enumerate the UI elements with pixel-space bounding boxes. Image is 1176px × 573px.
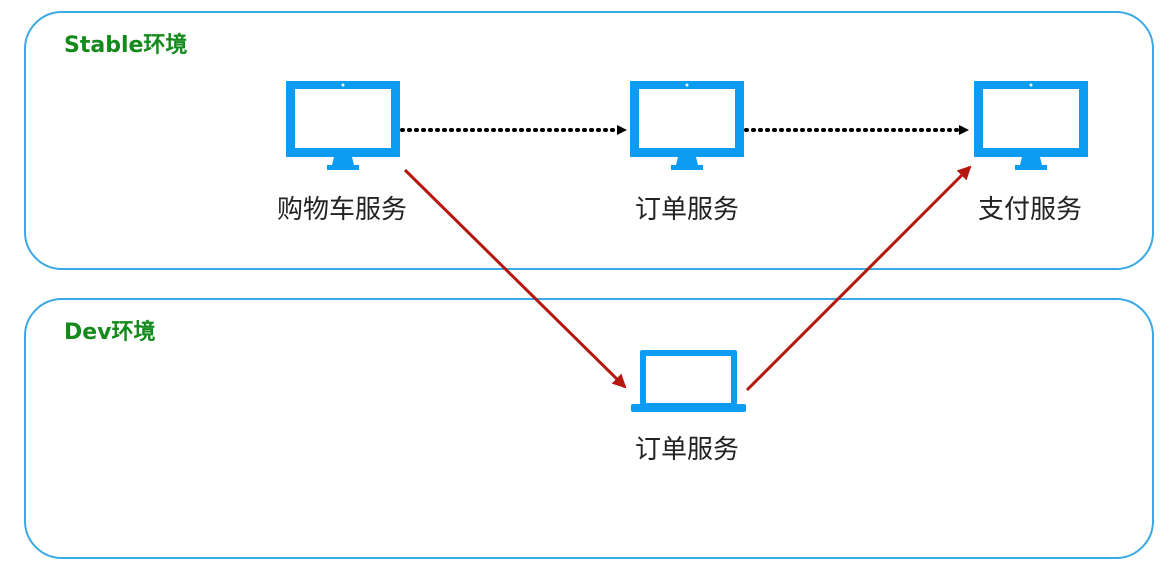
dev-environment-box [24,298,1154,559]
payment-monitor-icon [974,81,1088,170]
order-monitor-icon [630,81,744,170]
dev-environment-label: Dev环境 [64,320,156,345]
cart-service-label: 购物车服务 [276,195,407,225]
order-service-label: 订单服务 [634,195,739,225]
dev-order-service-label: 订单服务 [634,435,739,465]
cart-monitor-icon [286,81,400,170]
dev-order-laptop-icon [631,350,746,412]
stable-environment-box [24,11,1154,270]
dev-order-to-payment-arrow [745,165,972,392]
stable-environment-label: Stable环境 [64,33,188,58]
payment-service-label: 支付服务 [977,195,1082,225]
cart-to-dev-order-arrow [403,168,627,389]
